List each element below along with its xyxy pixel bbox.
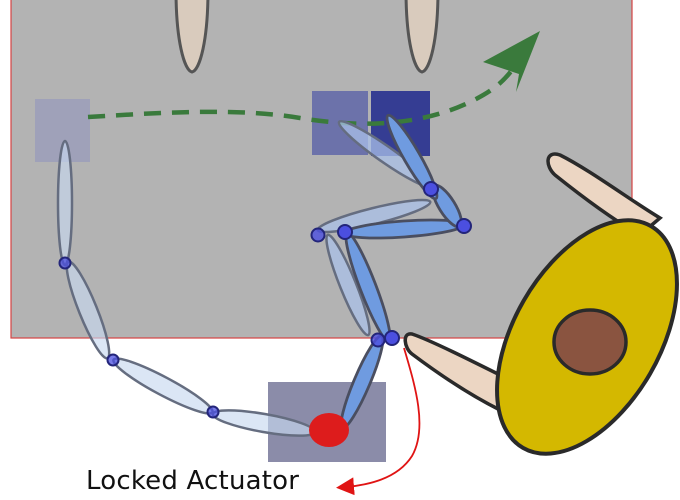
- person-hand-upper: [546, 152, 663, 238]
- person: [403, 152, 679, 456]
- joint-icon: [370, 332, 386, 348]
- ghost-link-4: [56, 139, 74, 267]
- joint-icon: [206, 405, 220, 419]
- joint-icon: [423, 181, 439, 197]
- active-link-5: [385, 113, 439, 201]
- locked-actuator-icon: [309, 413, 349, 447]
- motion-path-arrowhead: [483, 31, 540, 92]
- ghost-link-2: [112, 357, 214, 415]
- locked-actuator-pointer: [336, 347, 421, 496]
- object-left: [174, 0, 210, 74]
- person-head: [552, 308, 628, 376]
- joints: [58, 181, 472, 419]
- joint-icon: [310, 227, 326, 243]
- locked-actuator-label: Locked Actuator: [86, 466, 300, 496]
- object-right: [404, 0, 440, 74]
- joint-icon: [58, 256, 72, 270]
- ghost-upper-link-3: [325, 233, 371, 337]
- ghost-arm-upper: [316, 119, 433, 337]
- joint-icon: [337, 224, 353, 240]
- joint-icon: [384, 330, 400, 346]
- person-hand-lower: [403, 332, 513, 413]
- joint-icon: [456, 218, 472, 234]
- joint-icon: [106, 353, 120, 367]
